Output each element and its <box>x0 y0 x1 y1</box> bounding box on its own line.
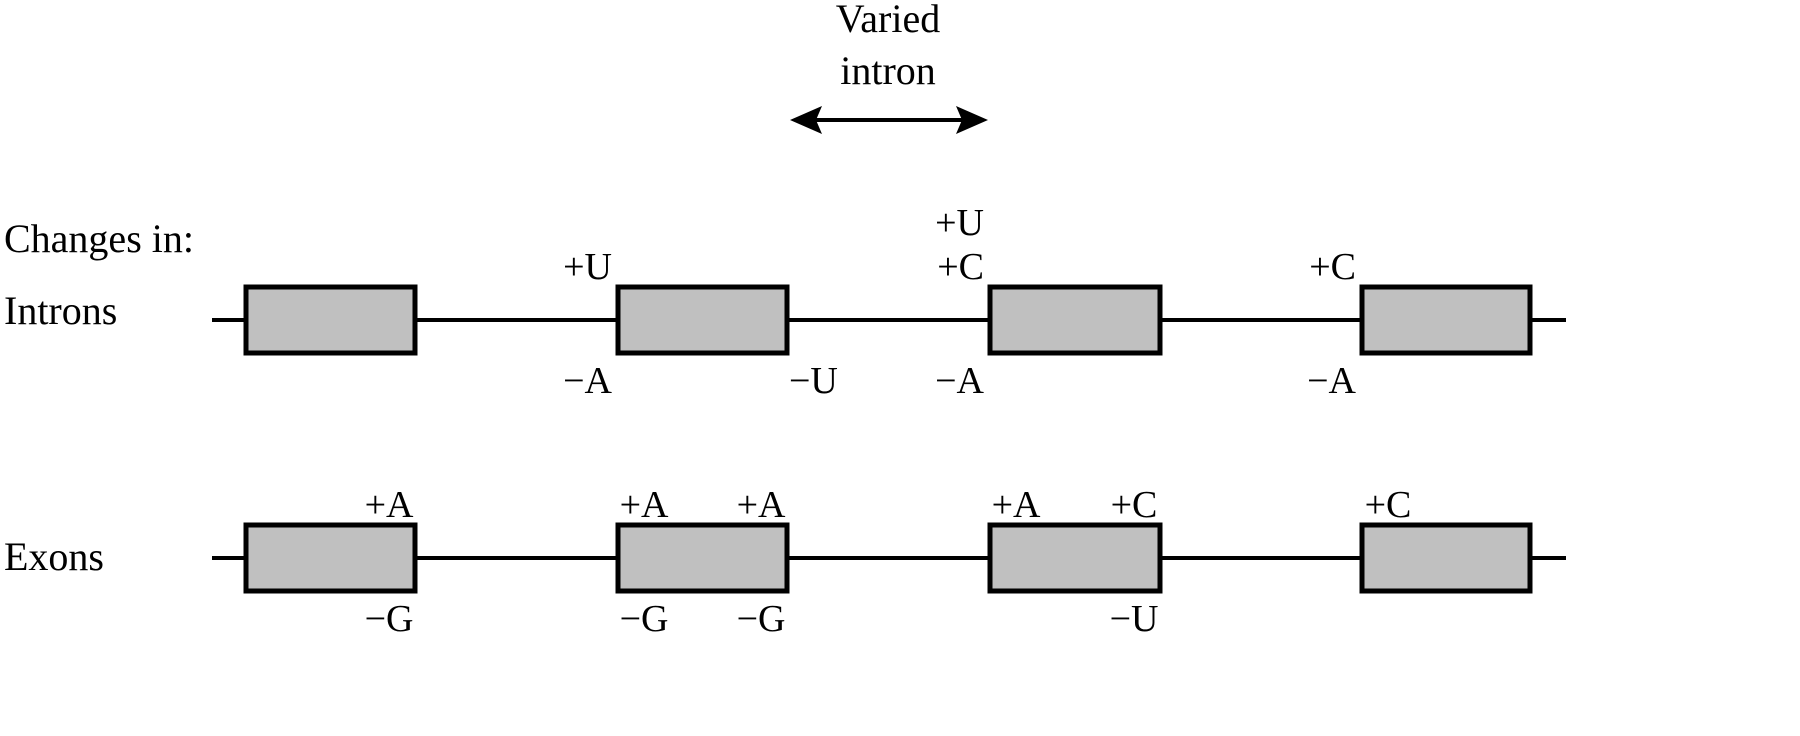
exon-box <box>243 522 418 594</box>
exon-box <box>615 522 790 594</box>
exon-box <box>243 284 418 356</box>
mutation-label: +U <box>563 246 612 288</box>
mutation-label: −U <box>789 360 838 402</box>
mutation-label: −G <box>620 598 669 640</box>
arrowhead-left-icon <box>790 106 822 134</box>
mutation-label: +C <box>1365 484 1412 526</box>
mutation-label: −A <box>1307 360 1356 402</box>
mutation-label: +C <box>1111 484 1158 526</box>
exons-row: +A −G +A +A −G −G +A +C −U +C <box>212 484 1566 640</box>
mutation-label: +A <box>992 484 1041 526</box>
mutation-label: +C <box>1309 246 1356 288</box>
varied-intron-double-arrow <box>790 106 988 134</box>
mutation-label: +U <box>935 202 984 244</box>
mutation-label: −G <box>737 598 786 640</box>
row-label-introns: Introns <box>4 288 117 333</box>
arrowhead-right-icon <box>956 106 988 134</box>
changes-in-label: Changes in: <box>4 216 194 261</box>
row-label-exons: Exons <box>4 534 104 579</box>
title-line-2: intron <box>840 48 936 93</box>
mutation-label: +A <box>737 484 786 526</box>
mutation-label: +C <box>937 246 984 288</box>
exon-box <box>1359 284 1533 356</box>
mutation-label: +A <box>365 484 414 526</box>
mutation-label: +A <box>620 484 669 526</box>
exon-box <box>1359 522 1533 594</box>
title-line-1: Varied <box>836 0 940 41</box>
mutation-label: −U <box>1110 598 1159 640</box>
exon-box <box>987 284 1163 356</box>
introns-row: +U−A−U+C+U−A+C−A <box>212 202 1566 402</box>
mutation-label: −A <box>563 360 612 402</box>
exon-box <box>987 522 1163 594</box>
mutation-label: −A <box>935 360 984 402</box>
exon-box <box>615 284 790 356</box>
mutation-label: −G <box>365 598 414 640</box>
